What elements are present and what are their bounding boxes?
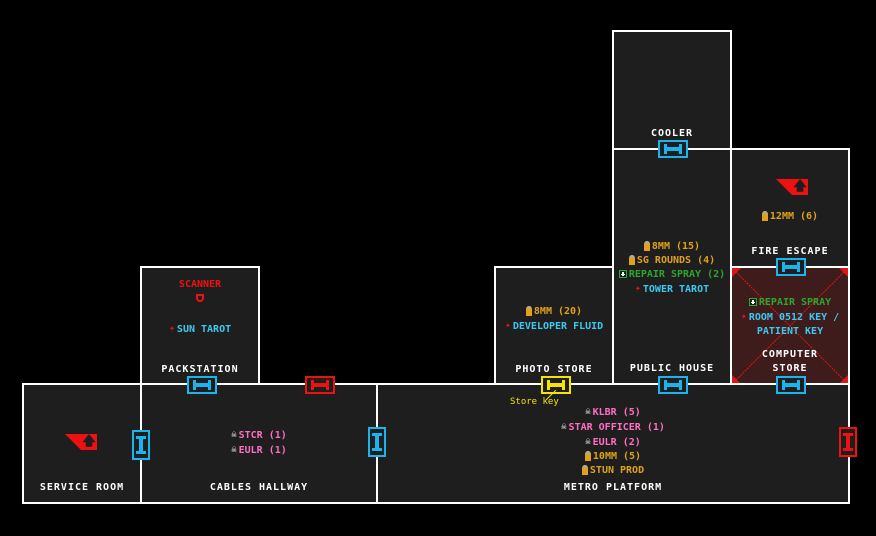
door-packstation-cables[interactable] (187, 376, 217, 394)
list-item[interactable]: PATIENT KEY (732, 325, 848, 339)
skull-icon: ☠ (231, 445, 237, 455)
list-item[interactable]: ✦TOWER TAROT (614, 282, 730, 297)
item-label: TOWER TAROT (642, 284, 710, 295)
door-label-pointer (545, 390, 557, 401)
list-item[interactable]: ☠STCR (1) (142, 428, 376, 443)
ammo-icon (628, 255, 635, 265)
room-cooler[interactable]: COOLER (612, 30, 732, 151)
item-list: 8MM (15) SG ROUNDS (4) REPAIR SPRAY (2) … (614, 240, 730, 297)
room-cables-hallway[interactable]: ☠STCR (1) ☠EULR (1) CABLES HALLWAY (140, 383, 378, 504)
list-item[interactable]: ✦ROOM 0512 KEY / (732, 310, 848, 325)
item-list: ☠STCR (1) ☠EULR (1) (142, 428, 376, 458)
item-list: 8MM (20) ✦DEVELOPER FLUID (496, 305, 612, 334)
room-name: PHOTO STORE (515, 364, 593, 375)
scanner-label: SCANNER (178, 279, 222, 290)
scanner-icon (196, 294, 204, 302)
room-name: SERVICE ROOM (39, 482, 125, 493)
item-label: SG ROUNDS (4) (636, 255, 716, 266)
list-item[interactable]: ✦DEVELOPER FLUID (496, 319, 612, 334)
health-icon (618, 270, 627, 278)
key-item-icon: ✦ (168, 323, 175, 334)
skull-icon: ☠ (585, 437, 591, 447)
ammo-icon (584, 451, 591, 461)
room-name: COOLER (650, 128, 694, 139)
list-item[interactable]: REPAIR SPRAY (732, 296, 848, 310)
door-computer-store-metro[interactable] (776, 376, 806, 394)
ammo-icon (525, 306, 532, 316)
skull-icon: ☠ (585, 407, 591, 417)
stairs-up-icon[interactable]: 🡅 (776, 179, 808, 195)
list-item[interactable]: ☠EULR (1) (142, 443, 376, 458)
list-item[interactable]: 10MM (5) (378, 450, 848, 464)
skull-icon: ☠ (561, 422, 567, 432)
item-label: KLBR (5) (592, 407, 641, 418)
room-packstation[interactable]: SCANNER ✦SUN TAROT PACKSTATION (140, 266, 260, 386)
item-label: PATIENT KEY (756, 326, 824, 337)
list-item[interactable]: 12MM (6) (732, 210, 848, 224)
item-label: EULR (2) (592, 437, 641, 448)
room-fire-escape[interactable]: 🡅 12MM (6) FIRE ESCAPE (730, 148, 850, 269)
item-label: STCR (1) (238, 430, 287, 441)
item-label: REPAIR SPRAY (2) (628, 269, 726, 280)
item-list: REPAIR SPRAY ✦ROOM 0512 KEY / PATIENT KE… (732, 296, 848, 339)
room-computer-store[interactable]: REPAIR SPRAY ✦ROOM 0512 KEY / PATIENT KE… (730, 266, 850, 386)
list-item[interactable]: ☠EULR (2) (378, 435, 848, 450)
item-label: EULR (1) (238, 445, 287, 456)
room-name: COMPUTER (761, 349, 819, 360)
list-item[interactable]: 8MM (20) (496, 305, 612, 319)
door-cables-metro[interactable] (368, 427, 386, 457)
room-service-room[interactable]: 🡅 SERVICE ROOM (22, 383, 142, 504)
ammo-icon (643, 241, 650, 251)
room-name: PACKSTATION (161, 364, 239, 375)
list-item[interactable]: ☠STAR OFFICER (1) (378, 420, 848, 435)
door-cables-locked[interactable] (305, 376, 335, 394)
list-item[interactable]: ☠KLBR (5) (378, 405, 848, 420)
door-key-label: Store key (510, 397, 559, 407)
key-item-icon: ✦ (634, 283, 641, 294)
item-label: 12MM (6) (769, 211, 819, 222)
item-label: SUN TAROT (176, 324, 232, 335)
item-label: STUN PROD (589, 465, 645, 476)
key-item-icon: ✦ (740, 311, 747, 322)
room-name: PUBLIC HOUSE (629, 363, 715, 374)
key-item-icon: ✦ (504, 320, 511, 331)
item-label: 10MM (5) (592, 451, 642, 462)
item-label: 8MM (15) (651, 241, 701, 252)
room-name: METRO PLATFORM (563, 482, 663, 493)
list-item[interactable]: REPAIR SPRAY (2) (614, 268, 730, 282)
door-public-house-metro[interactable] (658, 376, 688, 394)
room-photo-store[interactable]: 8MM (20) ✦DEVELOPER FLUID PHOTO STORE (494, 266, 614, 386)
scanner[interactable]: SCANNER (142, 278, 258, 302)
room-name: STORE (772, 363, 808, 374)
list-item[interactable]: SG ROUNDS (4) (614, 254, 730, 268)
item-label: ROOM 0512 KEY / (748, 312, 840, 323)
door-cooler-public-house[interactable] (658, 140, 688, 158)
item-label: DEVELOPER FLUID (512, 321, 604, 332)
item-label: 8MM (20) (533, 306, 583, 317)
door-fire-escape-computer-store[interactable] (776, 258, 806, 276)
door-photo-store-metro[interactable] (541, 376, 571, 394)
room-name: FIRE ESCAPE (751, 246, 829, 257)
item-label: STAR OFFICER (1) (568, 422, 665, 433)
ammo-icon (761, 211, 768, 221)
room-name: CABLES HALLWAY (209, 482, 309, 493)
ammo-icon (581, 465, 588, 475)
health-icon (748, 298, 757, 306)
skull-icon: ☠ (231, 430, 237, 440)
stairs-up-icon[interactable]: 🡅 (65, 434, 97, 450)
item-list: ☠KLBR (5) ☠STAR OFFICER (1) ☠EULR (2) 10… (378, 405, 848, 478)
room-metro-platform[interactable]: ☠KLBR (5) ☠STAR OFFICER (1) ☠EULR (2) 10… (376, 383, 850, 504)
item-list: ✦SUN TAROT (142, 322, 258, 337)
list-item[interactable]: 8MM (15) (614, 240, 730, 254)
item-list: 12MM (6) (732, 210, 848, 224)
item-label: REPAIR SPRAY (758, 297, 832, 308)
list-item[interactable]: STUN PROD (378, 464, 848, 478)
list-item[interactable]: ✦SUN TAROT (142, 322, 258, 337)
room-public-house[interactable]: 8MM (15) SG ROUNDS (4) REPAIR SPRAY (2) … (612, 148, 732, 386)
door-metro-exit-locked[interactable] (839, 427, 857, 457)
door-service-cables[interactable] (132, 430, 150, 460)
